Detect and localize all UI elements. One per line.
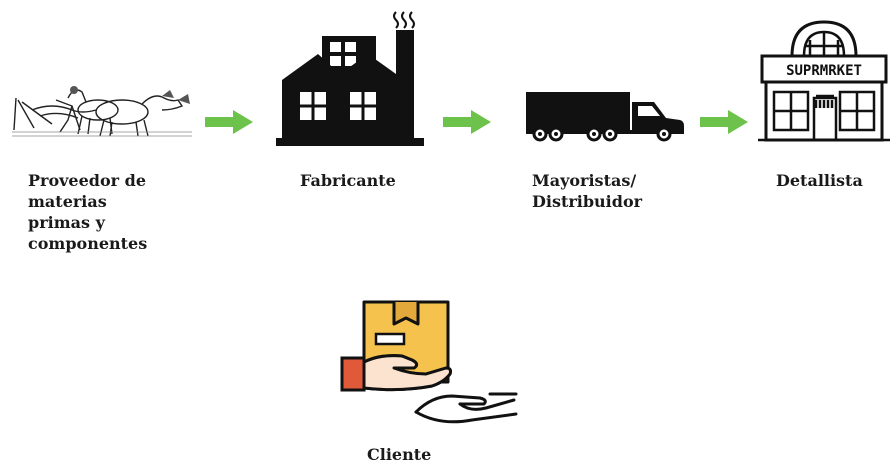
supplier-node [12, 80, 194, 140]
flow-arrow-1 [205, 110, 253, 134]
wholesaler-label: Mayoristas/ Distribuidor [532, 171, 643, 211]
supplier-label: Proveedor de materias primas y component… [28, 171, 148, 253]
supermarket-sign: SUPRMRKET [786, 63, 862, 79]
retailer-node: SUPRMRKET [756, 16, 892, 146]
plough-oxen-icon [12, 86, 192, 137]
supermarket-icon: SUPRMRKET [758, 20, 890, 142]
flow-arrow-3 [700, 110, 748, 134]
wholesaler-node [524, 88, 686, 144]
factory-icon [276, 11, 424, 146]
customer-label: Cliente [367, 445, 432, 464]
customer-node [340, 296, 520, 430]
manufacturer-label: Fabricante [300, 171, 396, 190]
flow-arrow-2 [443, 110, 491, 134]
truck-icon [526, 92, 684, 142]
package-hand-icon [340, 300, 518, 424]
retailer-label: Detallista [776, 171, 863, 190]
manufacturer-node [276, 8, 424, 148]
